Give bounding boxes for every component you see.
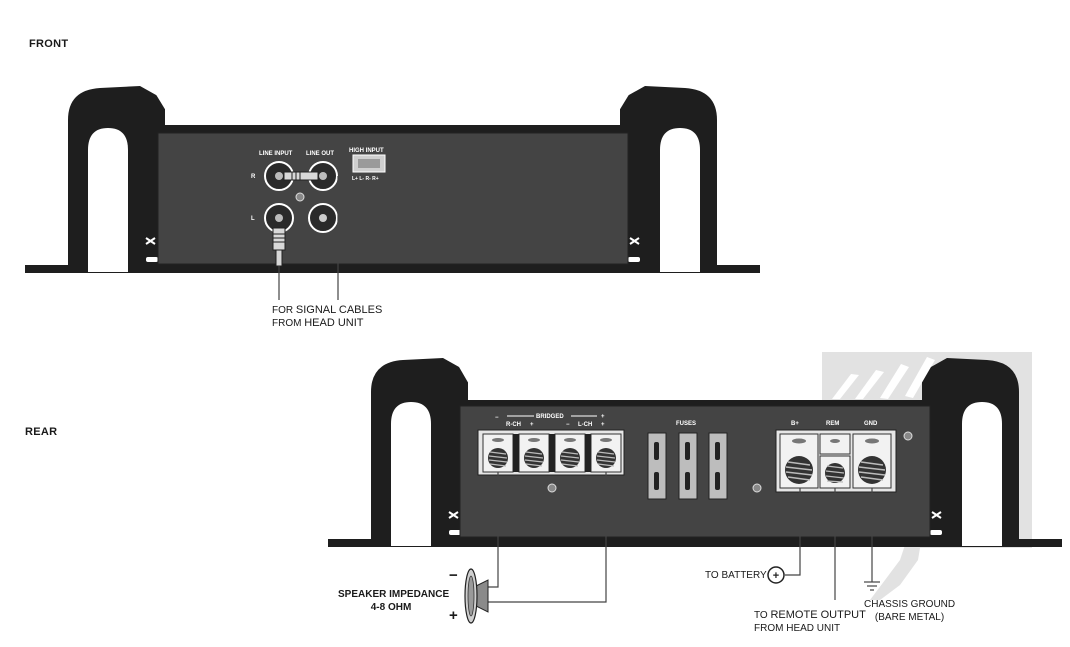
fuse-2[interactable] [678,432,698,500]
rca-jack-line-out-l[interactable] [308,203,338,233]
front-mount-screw-left [145,237,158,262]
rem-label: REM [826,421,839,427]
speaker-wiring [488,472,607,603]
signal-cables-callout: FOR SIGNAL CABLES FROM HEAD UNIT [272,304,383,329]
panel-screw-rear-right [903,431,913,441]
r-channel-label: R [251,174,256,180]
rear-amplifier: − BRIDGED + R-CH + − L-CH + [328,352,1062,600]
line-input-label: LINE INPUT [259,151,293,157]
minus-lch-label: − [566,422,570,428]
rear-right-fins [832,357,935,399]
rca-jack-line-input-l[interactable] [264,203,294,233]
front-mount-screw-right [628,237,640,262]
fuses-label: FUSES [676,421,696,427]
plus-right-label: + [601,422,605,428]
rca-jack-line-out-r[interactable] [308,161,338,191]
front-left-fins [152,85,255,125]
fuse-1[interactable] [647,432,667,500]
l-channel-label: L [251,216,255,222]
front-label: FRONT [29,38,69,50]
front-panel-plate [157,132,629,265]
svg-text:+: + [773,570,779,582]
battery-wiring [785,488,801,576]
battery-callout: TO BATTERY [705,570,767,581]
front-amplifier: LINE INPUT LINE OUT HIGH INPUT L+ L- R- … [25,85,760,300]
remote-output-callout: TO REMOTE OUTPUT FROM HEAD UNIT [754,609,866,634]
rca-plug-cable-l [272,227,286,267]
terminal-rch-minus[interactable] [482,433,514,473]
terminal-rch-plus[interactable] [518,433,550,473]
speaker-impedance-callout: SPEAKER IMPEDANCE 4-8 OHM [338,589,450,613]
high-input-pins-label: L+ L- R- R+ [352,176,379,182]
rear-left-fins [455,357,558,399]
terminal-lch-plus[interactable] [590,433,622,473]
line-out-label: LINE OUT [306,151,334,157]
panel-screw-front [295,192,305,202]
rear-mount-screw-left [448,511,461,535]
r-ch-label: R-CH [506,422,521,428]
rca-plug-bridge [283,171,319,181]
speaker-icon [464,568,489,624]
fuse-3[interactable] [708,432,728,500]
front-right-fins [530,85,633,125]
speaker-terminal-block [477,429,625,476]
plus-rch-label: + [530,422,534,428]
terminal-lch-minus[interactable] [554,433,586,473]
rear-mount-screw-right [930,511,942,535]
terminal-rem[interactable] [819,433,851,489]
speaker-plus-sign: + [449,607,458,624]
battery-plus-icon: + [767,566,785,584]
bridged-label: BRIDGED [536,414,564,420]
chassis-ground-callout: CHASSIS GROUND (BARE METAL) [864,599,956,623]
high-input-label: HIGH INPUT [349,148,384,154]
plus-top-label: + [601,414,605,420]
speaker-minus-sign: − [449,567,458,584]
terminal-b-plus[interactable] [779,433,819,489]
ground-wiring [864,488,880,591]
rear-label: REAR [25,426,58,438]
panel-screw-rear-left [547,483,557,493]
gnd-label: GND [864,421,878,427]
power-terminal-block [775,429,897,493]
minus-left-label: − [495,415,499,421]
panel-screw-rear-mid [752,483,762,493]
l-ch-label: L-CH [578,422,592,428]
terminal-gnd[interactable] [852,433,892,489]
high-input-connector[interactable] [352,154,386,173]
b-plus-label: B+ [791,421,799,427]
